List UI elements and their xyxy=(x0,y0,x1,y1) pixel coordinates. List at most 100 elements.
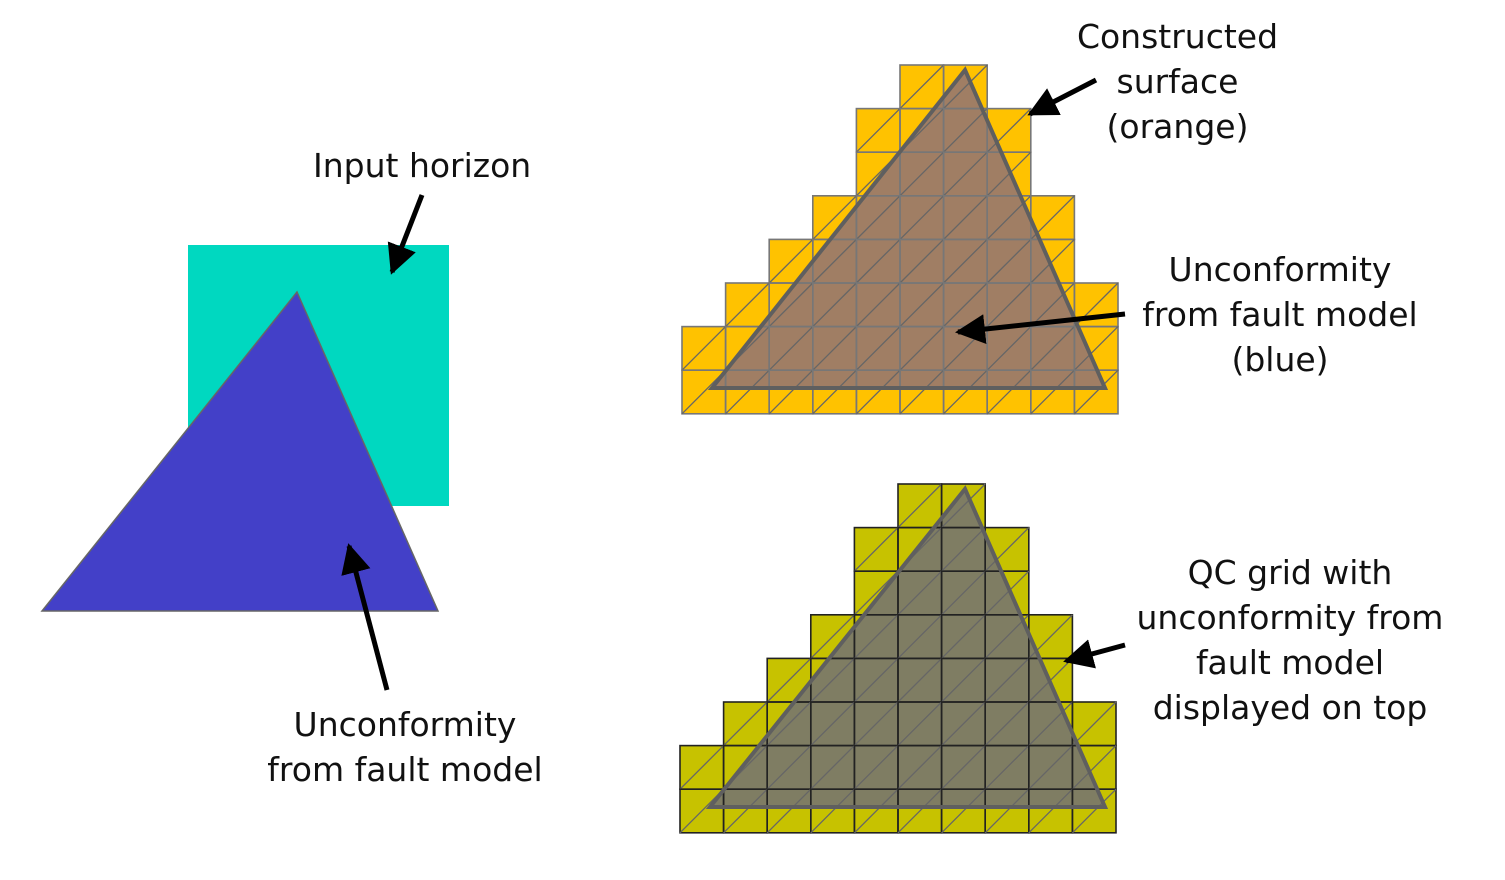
cell-diagonal xyxy=(766,657,812,703)
cell-diagonal xyxy=(810,701,855,747)
constructed-surface-grid xyxy=(681,64,1119,415)
arrow-unconformity-blue xyxy=(955,311,1126,345)
unconformity-outline xyxy=(707,66,1109,390)
cell-diagonal xyxy=(986,326,1032,371)
label-input-horizon: Input horizon xyxy=(313,146,532,185)
label-line: Constructed xyxy=(1076,17,1279,56)
cell-diagonal xyxy=(810,745,855,790)
cell-diagonal xyxy=(943,369,988,415)
cell-diagonal xyxy=(812,238,857,284)
label-line: Unconformity xyxy=(1168,250,1392,289)
cell-diagonal xyxy=(855,326,901,371)
arrow-qc-grid xyxy=(1063,639,1126,669)
arrow-input-horizon xyxy=(387,194,425,275)
unconformity-outline xyxy=(705,485,1109,809)
cell-diagonal xyxy=(984,788,1030,834)
cell-diagonal xyxy=(1073,369,1119,415)
cell-diagonal xyxy=(941,483,986,529)
cell-diagonal xyxy=(812,282,857,328)
cell-diagonal xyxy=(897,483,943,529)
cell-diagonal xyxy=(941,527,986,572)
cell-diagonal xyxy=(943,108,988,153)
cell-diagonal xyxy=(855,238,901,284)
cell-diagonal xyxy=(1028,701,1073,747)
cell-diagonal xyxy=(768,282,814,328)
cell-diagonal xyxy=(853,701,899,747)
label-unconformity-left: Unconformity from fault model xyxy=(255,702,555,792)
label-line: (orange) xyxy=(1106,107,1249,146)
cell-diagonal xyxy=(941,614,986,659)
cell-diagonal xyxy=(853,614,899,659)
cell-diagonal xyxy=(941,788,986,834)
cell-diagonal xyxy=(810,614,855,659)
arrow-unconformity-left xyxy=(341,543,390,691)
cell-diagonal xyxy=(853,788,899,834)
unconformity-triangle xyxy=(40,290,440,612)
cell-diagonal xyxy=(943,238,988,284)
cell-diagonal xyxy=(899,326,945,371)
cell-diagonal xyxy=(1030,282,1075,328)
cell-diagonal xyxy=(855,195,901,240)
cell-diagonal xyxy=(986,282,1032,328)
label-line: surface xyxy=(1116,62,1239,101)
cell-diagonal xyxy=(984,570,1030,616)
cell-diagonal xyxy=(941,657,986,703)
cell-diagonal xyxy=(1030,238,1075,284)
cell-diagonal xyxy=(943,64,988,110)
cell-diagonal xyxy=(768,238,814,284)
cell-diagonal xyxy=(853,657,899,703)
cell-diagonal xyxy=(855,369,901,415)
label-qc-grid: QC grid with unconformity from fault mod… xyxy=(1130,550,1450,730)
cell-diagonal xyxy=(941,701,986,747)
cell-diagonal xyxy=(766,745,812,790)
cell-diagonal xyxy=(853,745,899,790)
cell-diagonal xyxy=(899,151,945,197)
cell-diagonal xyxy=(681,326,727,371)
cell-diagonal xyxy=(812,369,857,415)
label-constructed-surface: Constructed surface (orange) xyxy=(1050,14,1305,149)
qc-grid xyxy=(679,483,1117,834)
grid-cell-outline xyxy=(1071,788,1117,834)
cell-diagonal xyxy=(984,527,1030,572)
label-line: from fault model xyxy=(267,750,543,789)
cell-diagonal xyxy=(986,369,1032,415)
cell-diagonal xyxy=(899,282,945,328)
cell-diagonal xyxy=(812,195,857,240)
cell-diagonal xyxy=(986,238,1032,284)
cell-diagonal xyxy=(1073,326,1119,371)
label-line: (blue) xyxy=(1231,340,1329,379)
cell-diagonal xyxy=(1071,745,1117,790)
label-line: unconformity from xyxy=(1136,598,1444,637)
cell-diagonal xyxy=(725,369,770,415)
cell-diagonal xyxy=(899,238,945,284)
label-line: fault model xyxy=(1195,643,1385,682)
label-line: Unconformity xyxy=(293,705,517,744)
cell-diagonal xyxy=(853,527,899,572)
cell-diagonal xyxy=(1028,745,1073,790)
cell-diagonal xyxy=(899,195,945,240)
cell-diagonal xyxy=(943,282,988,328)
unconformity-overlay xyxy=(712,70,1105,388)
cell-diagonal xyxy=(984,657,1030,703)
cell-diagonal xyxy=(897,570,943,616)
cell-diagonal xyxy=(984,701,1030,747)
cell-diagonal xyxy=(679,745,725,790)
arrow-constructed-surface xyxy=(1027,77,1098,117)
cell-diagonal xyxy=(1071,701,1117,747)
cell-diagonal xyxy=(766,701,812,747)
label-line: QC grid with xyxy=(1187,553,1393,592)
cell-diagonal xyxy=(766,788,812,834)
cell-diagonal xyxy=(1071,788,1117,834)
cell-diagonal xyxy=(1030,326,1075,371)
cell-diagonal xyxy=(768,369,814,415)
cell-diagonal xyxy=(723,701,768,747)
cell-diagonal xyxy=(810,788,855,834)
cell-diagonal xyxy=(986,108,1032,153)
cell-diagonal xyxy=(812,326,857,371)
cell-diagonal xyxy=(984,745,1030,790)
cell-diagonal xyxy=(1030,369,1075,415)
cell-diagonal xyxy=(897,657,943,703)
cell-diagonal xyxy=(897,614,943,659)
cell-diagonal xyxy=(855,282,901,328)
